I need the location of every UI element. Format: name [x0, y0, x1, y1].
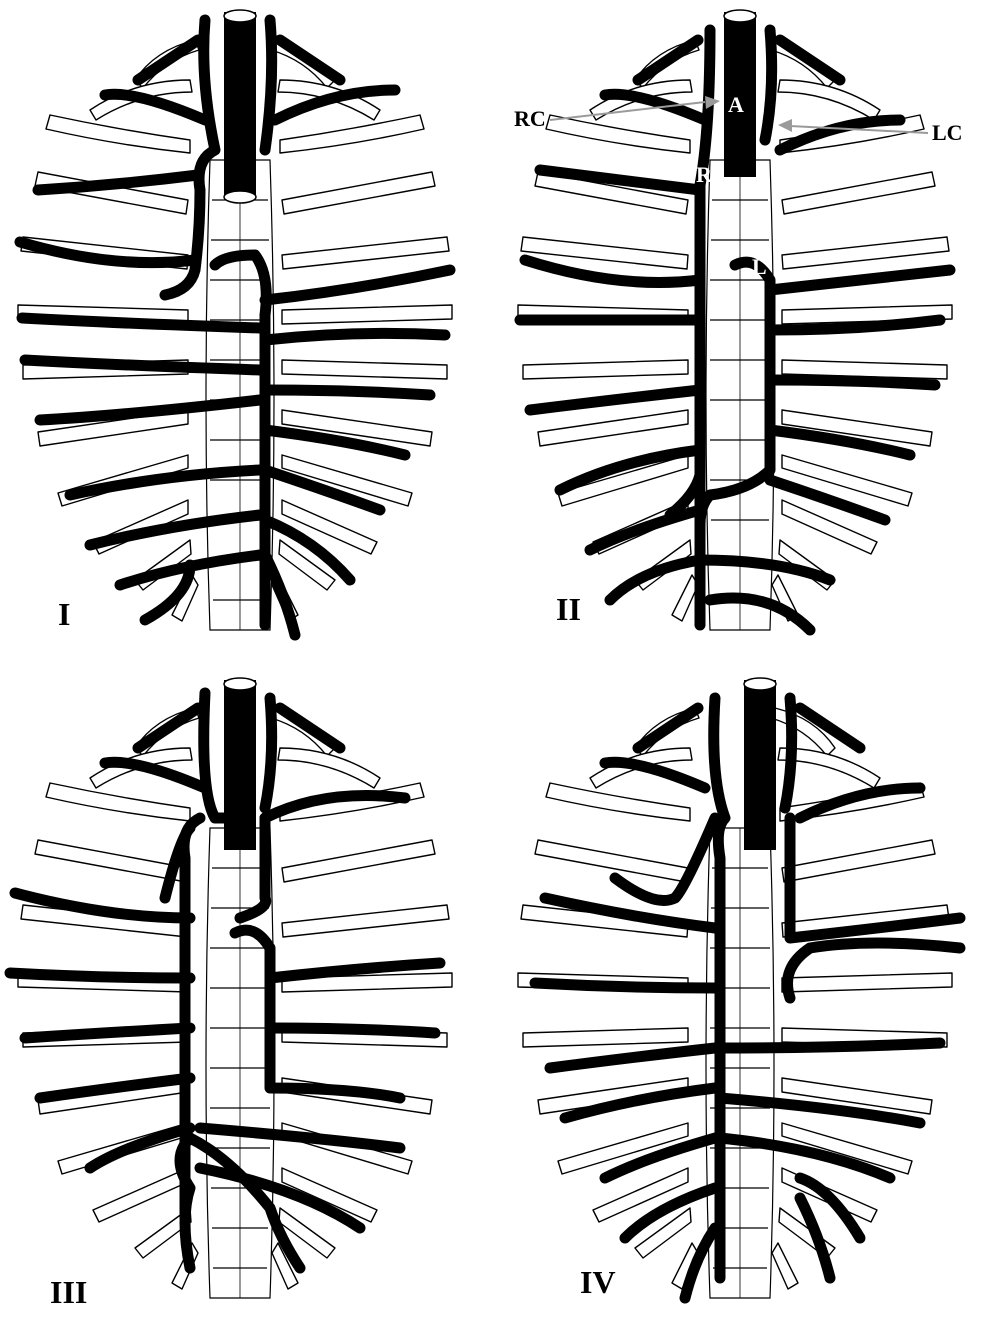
label-a: A — [728, 92, 744, 117]
panel-label-ii: II — [556, 591, 581, 627]
panel-label-iii: III — [50, 1274, 87, 1310]
label-rc: RC — [514, 106, 546, 131]
label-l: L — [752, 254, 767, 279]
label-lc: LC — [932, 120, 963, 145]
panel-iv: IV — [518, 678, 960, 1300]
panel-label-iv: IV — [580, 1264, 616, 1300]
panel-ii: A R L II — [518, 10, 952, 630]
panel-label-i: I — [58, 596, 70, 632]
panel-iii: III — [10, 678, 452, 1310]
panel-i: I — [18, 10, 452, 635]
label-r: R — [696, 162, 713, 187]
